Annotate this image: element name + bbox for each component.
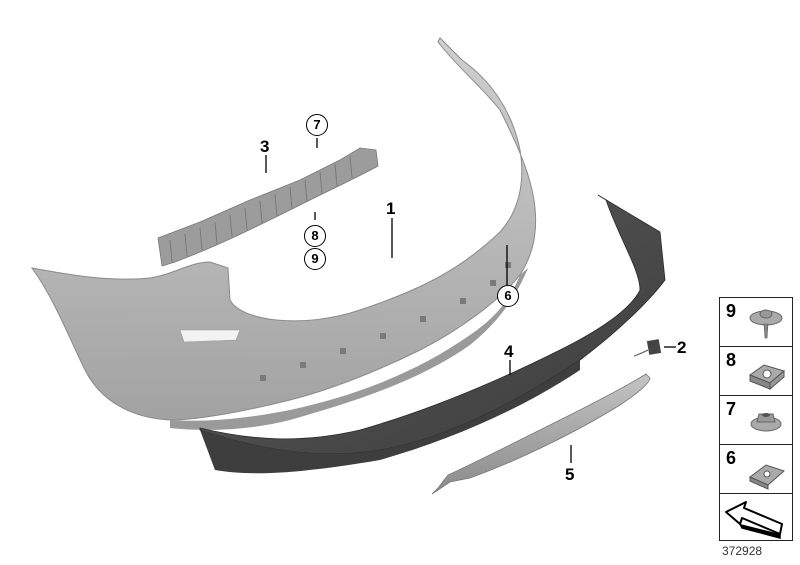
clip-nut-icon [748,364,786,391]
document-number: 372928 [722,544,763,558]
part-1-bumper[interactable] [30,37,537,430]
part-4-diffuser[interactable] [199,194,666,474]
circled-ref-8[interactable]: 8 [304,225,326,247]
flange-nut-icon [750,413,782,432]
leader-lines [265,138,676,463]
circled-ref-9[interactable]: 9 [304,248,326,270]
legend-item-arrow[interactable] [720,494,792,540]
callout-2[interactable]: 2 [677,338,687,357]
legend-item-6[interactable]: 6 [720,445,792,494]
screw-with-washer-icon [749,309,783,339]
part-5-trim-strip[interactable] [431,373,651,495]
callout-3[interactable]: 3 [260,137,270,156]
callout-4[interactable]: 4 [504,342,514,361]
legend-item-7[interactable]: 7 [720,396,792,445]
spring-nut-icon [749,464,785,490]
arrow-direction-icon [725,501,783,539]
callout-1[interactable]: 1 [386,199,396,218]
part-2-tow-hook-cover[interactable] [633,339,662,357]
fastener-legend: 9 8 7 6 [719,297,793,541]
legend-item-8[interactable]: 8 [720,347,792,396]
part-3-bracket[interactable] [157,147,379,267]
legend-item-9[interactable]: 9 [720,298,792,347]
circled-ref-6[interactable]: 6 [497,285,519,307]
circled-ref-7[interactable]: 7 [306,114,328,136]
callout-5[interactable]: 5 [565,465,575,484]
